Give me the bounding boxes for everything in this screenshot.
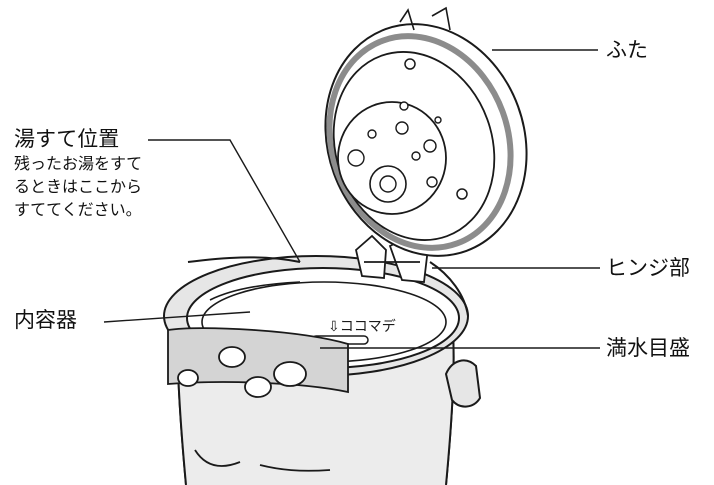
leader-lines [103,49,600,349]
leader-discard [148,139,301,263]
control-panel [167,327,349,472]
lid [324,6,528,257]
label-discard-note-3: すててください。 [14,200,142,219]
label-full-water-mark: 満水目盛 [606,336,690,360]
mark-text-label: ⇩ココマデ [328,318,396,335]
label-discard-title: 湯すて位置 [14,127,120,151]
handle [444,359,482,408]
leader-inner [103,311,251,323]
label-inner-container: 内容器 [14,308,77,332]
label-discard-note-1: 残ったお湯をすて [14,154,143,173]
label-lid: ふた [606,38,648,62]
label-discard-note-2: るときはここから [14,177,143,196]
label-hinge: ヒンジ部 [606,256,690,280]
